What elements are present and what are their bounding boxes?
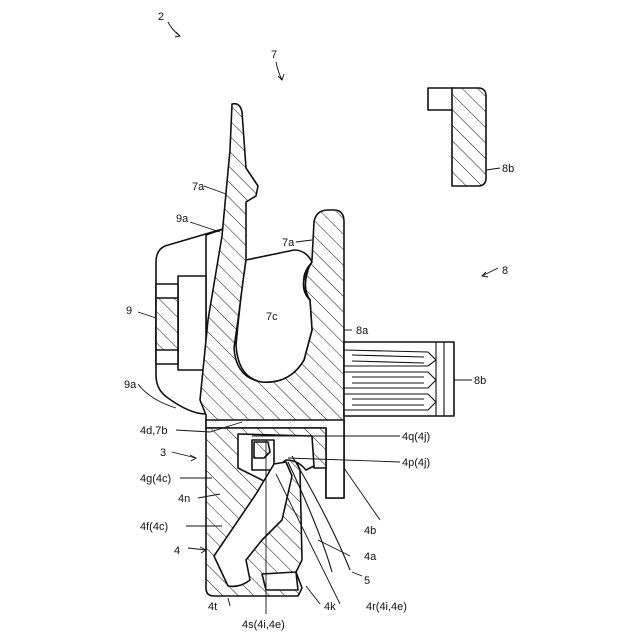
label-4b: 4b: [364, 525, 376, 537]
label-4n: 4n: [178, 493, 190, 505]
label-8a: 8a: [356, 325, 369, 337]
label-7c: 7c: [266, 311, 278, 323]
label-4d-7b: 4d,7b: [140, 425, 168, 437]
label-9a-bottom: 9a: [124, 379, 137, 391]
label-9: 9: [126, 305, 132, 317]
label-8: 8: [502, 265, 508, 277]
label-4: 4: [174, 545, 180, 557]
label-4s: 4s(4i,4e): [242, 619, 285, 631]
label-4q: 4q(4j): [402, 431, 430, 443]
label-4k: 4k: [324, 601, 336, 613]
part-8b-block: [428, 88, 486, 186]
label-7a-mid: 7a: [282, 237, 295, 249]
part-8-connector: [344, 342, 454, 416]
label-7a-top: 7a: [192, 181, 205, 193]
label-3: 3: [160, 447, 166, 459]
label-8b-mid: 8b: [474, 375, 486, 387]
label-4r: 4r(4i,4e): [366, 601, 407, 613]
label-8b-top: 8b: [502, 163, 514, 175]
label-4f: 4f(4c): [140, 521, 168, 533]
label-2: 2: [158, 11, 164, 23]
label-7: 7: [271, 49, 277, 61]
label-5: 5: [364, 575, 370, 587]
label-4p: 4p(4j): [402, 457, 430, 469]
label-4g: 4g(4c): [140, 473, 171, 485]
label-4t: 4t: [208, 601, 217, 613]
label-9a-top: 9a: [176, 213, 189, 225]
label-4a: 4a: [364, 551, 377, 563]
